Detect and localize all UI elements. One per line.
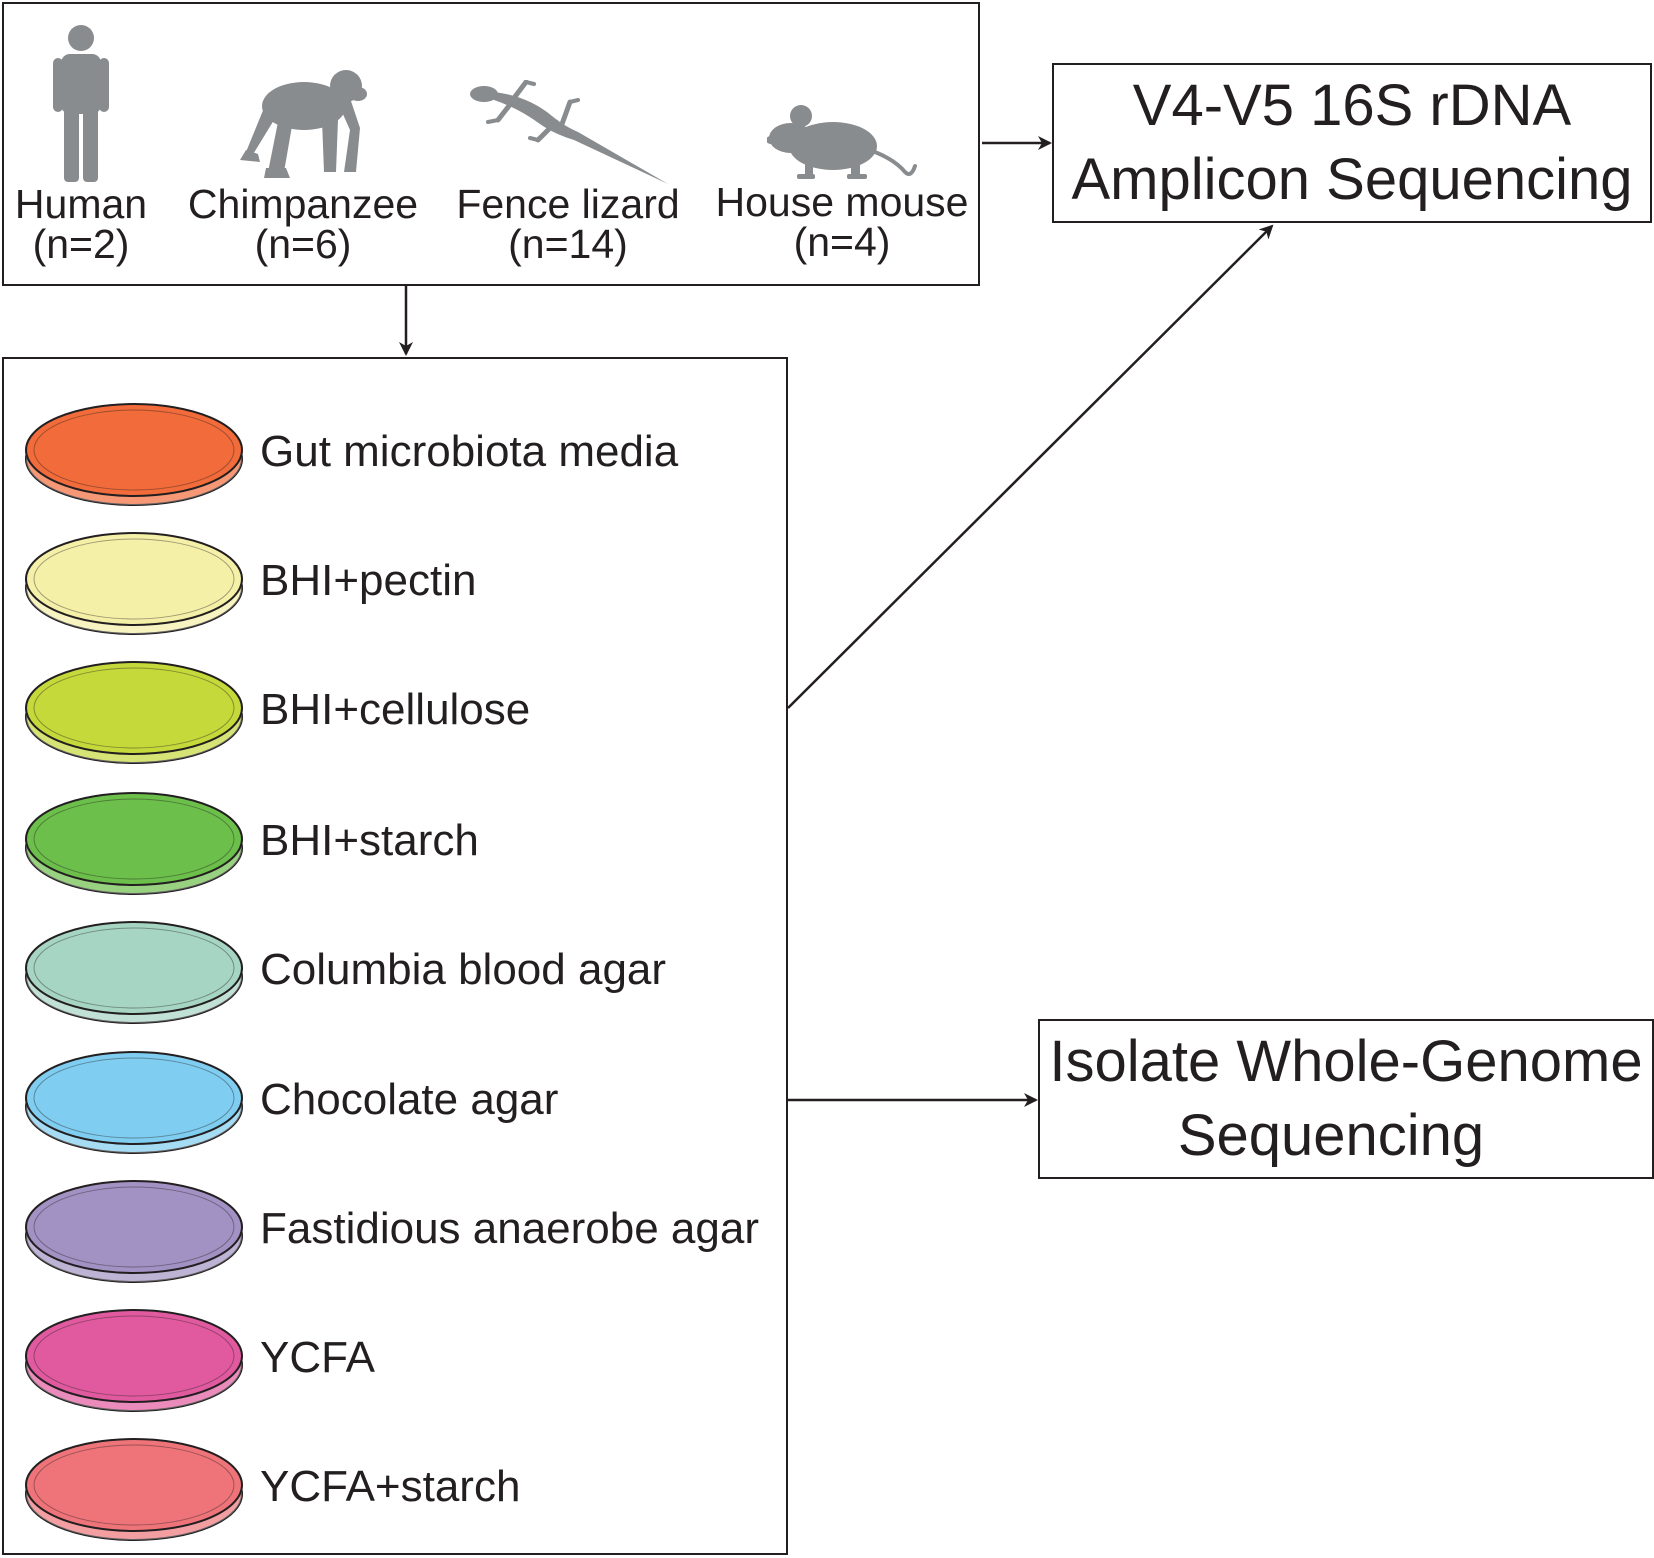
culture-media-box: Gut microbiota media BHI+pectin BHI+cell…	[2, 357, 788, 1555]
media-item-bhi-starch: BHI+starch	[24, 788, 784, 898]
media-item-bhi-cellulose: BHI+cellulose	[24, 657, 784, 767]
mouse-icon	[767, 105, 917, 179]
host-name: Chimpanzee	[187, 181, 419, 227]
host-count: (n=14)	[508, 221, 628, 267]
media-label: BHI+cellulose	[260, 685, 531, 734]
host-count: (n=2)	[32, 221, 130, 267]
petri-dish-icon	[25, 921, 243, 1024]
host-human: Human (n=2)	[6, 24, 156, 267]
genome-title-line1: Isolate Whole-Genome	[1049, 1029, 1643, 1094]
lizard-icon	[470, 80, 668, 184]
media-item-ycfa-starch: YCFA+starch	[24, 1434, 784, 1544]
chimpanzee-icon	[240, 70, 367, 178]
petri-dish-icon	[25, 661, 243, 764]
host-name: Human	[14, 181, 148, 227]
amplicon-title-line2: Amplicon Sequencing	[1071, 147, 1633, 212]
host-name: House mouse	[715, 179, 969, 225]
host-count: (n=6)	[254, 221, 352, 267]
media-label: YCFA	[260, 1333, 375, 1382]
media-item-columbia-blood-agar: Columbia blood agar	[24, 917, 784, 1027]
human-icon	[53, 25, 109, 182]
media-item-chocolate-agar: Chocolate agar	[24, 1047, 784, 1157]
amplicon-title-line1: V4-V5 16S rDNA	[1132, 73, 1572, 138]
arrow-media-to-amplicon	[787, 224, 1274, 709]
petri-dish-icon	[25, 792, 243, 895]
media-label: Chocolate agar	[260, 1075, 559, 1124]
media-label: BHI+pectin	[260, 556, 477, 605]
whole-genome-sequencing-box: Isolate Whole-Genome Sequencing	[1038, 1019, 1654, 1179]
petri-dish-icon	[25, 1438, 243, 1541]
petri-dish-icon	[25, 1051, 243, 1154]
media-label: YCFA+starch	[260, 1462, 521, 1511]
petri-dish-icon	[25, 1309, 243, 1412]
petri-dish-icon	[25, 403, 243, 506]
media-label: Columbia blood agar	[260, 945, 667, 994]
media-label: Gut microbiota media	[260, 427, 679, 476]
host-name: Fence lizard	[456, 181, 680, 227]
amplicon-sequencing-box: V4-V5 16S rDNA Amplicon Sequencing	[1052, 63, 1652, 223]
genome-title-line2: Sequencing	[1177, 1103, 1485, 1168]
media-label: BHI+starch	[260, 816, 479, 865]
media-item-ycfa: YCFA	[24, 1305, 784, 1415]
host-chimpanzee: Chimpanzee (n=6)	[174, 64, 432, 267]
host-fence-lizard: Fence lizard (n=14)	[442, 80, 694, 267]
media-label: Fastidious anaerobe agar	[260, 1204, 759, 1253]
host-count: (n=4)	[793, 219, 891, 265]
petri-dish-icon	[25, 532, 243, 635]
media-item-bhi-pectin: BHI+pectin	[24, 528, 784, 638]
host-house-mouse: House mouse (n=4)	[704, 104, 980, 265]
host-species-box: Human (n=2) Chimpanzee (n=6)	[2, 2, 980, 286]
petri-dish-icon	[25, 1180, 243, 1283]
media-item-fastidious-anaerobe-agar: Fastidious anaerobe agar	[24, 1176, 784, 1286]
media-item-gut-microbiota: Gut microbiota media	[24, 399, 784, 509]
